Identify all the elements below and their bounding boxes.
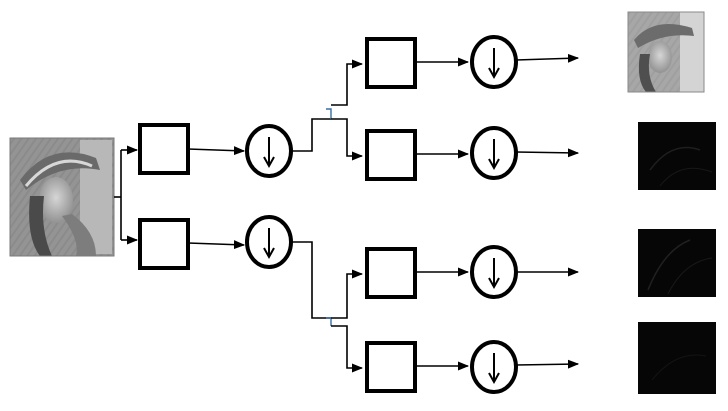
stage2-filter-box-3 — [365, 247, 417, 299]
stage2-downsample-2 — [470, 126, 518, 180]
stage1-downsample-lower — [245, 215, 293, 269]
output-detail-image-1 — [638, 122, 716, 190]
output-arrow-1 — [515, 53, 580, 63]
stage2-downsample-1 — [470, 35, 518, 89]
output-arrow-4 — [515, 359, 580, 369]
stage1-filter-box-upper — [138, 123, 190, 175]
stage2-downsample-4 — [470, 340, 518, 394]
stage1-filter-box-lower — [138, 218, 190, 270]
output-detail-image-2 — [638, 229, 716, 297]
stage1-upper-filter-to-downsample — [187, 146, 246, 156]
stage2-upper-split-connector — [291, 59, 364, 161]
stage1-lower-filter-to-downsample — [187, 240, 246, 250]
stage2-lower-split-connector — [291, 241, 364, 373]
stage1-downsample-upper — [245, 124, 293, 178]
stage2-downsample-3 — [470, 245, 518, 299]
output-approximation-image — [627, 11, 705, 93]
stage2-filter-box-1 — [365, 37, 417, 89]
stage2-filter-box-4 — [365, 341, 417, 393]
stage1-split-connector — [114, 145, 139, 245]
output-detail-image-3 — [638, 322, 716, 394]
output-arrow-2 — [515, 148, 580, 158]
input-image — [9, 137, 115, 257]
stage2-filter-box-2 — [365, 129, 417, 181]
